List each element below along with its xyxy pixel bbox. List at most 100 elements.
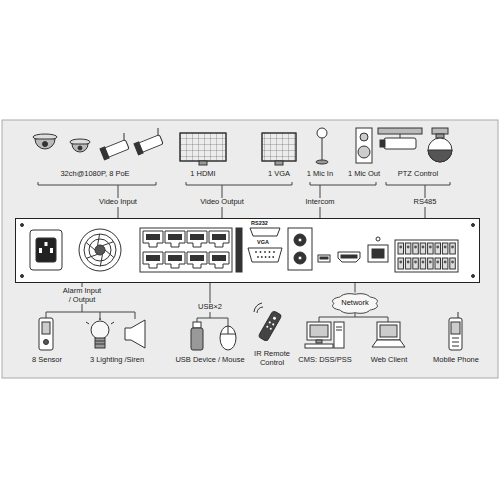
- usb-stick: [193, 322, 201, 328]
- nvr-rear-panel: [376, 237, 380, 241]
- ir-remote: [254, 303, 262, 312]
- device-label: CMS: DSS/PSS: [298, 356, 351, 365]
- ptz-camera: [428, 150, 452, 162]
- cms-computer: [305, 344, 333, 348]
- sensor: [44, 340, 49, 345]
- nvr-rear-panel: [450, 243, 456, 254]
- nvr-rear-panel: [165, 231, 185, 247]
- group-label: Video Output: [198, 198, 246, 207]
- nvr-rear-panel: [39, 248, 42, 253]
- laptop: [377, 322, 400, 340]
- nvr-rear-panel: [407, 261, 410, 264]
- mouse: [228, 326, 229, 334]
- group-label: Alarm Input / Output: [60, 287, 105, 304]
- cms-computer: [310, 325, 328, 337]
- panel: [2, 120, 498, 378]
- bullet-camera: [134, 142, 143, 155]
- nvr-rear-panel: [398, 243, 455, 269]
- monitor: [180, 133, 226, 161]
- nvr-rear-panel: [444, 246, 447, 249]
- cms-computer: [316, 340, 322, 343]
- nvr-rear-panel: [472, 275, 475, 278]
- mobile-phone: [452, 346, 459, 347]
- ptz-camera: [384, 138, 416, 149]
- nvr-rear-panel: [143, 231, 163, 247]
- nvr-rear-panel: [30, 230, 62, 270]
- lighting: [111, 322, 114, 324]
- nvr-rear-panel: [103, 242, 114, 246]
- nvr-rear-panel: [187, 252, 207, 268]
- nvr-rear-panel: [84, 234, 116, 266]
- monitor: [275, 161, 283, 165]
- nvr-rear-panel: [420, 243, 426, 254]
- network-cloud: Network: [331, 293, 379, 314]
- nvr-rear-panel: [98, 234, 100, 246]
- nvr-rear-panel: [265, 256, 267, 258]
- nvr-body: [15, 218, 480, 283]
- microphone: [322, 138, 323, 161]
- ir-remote: [258, 311, 282, 342]
- monitor: [180, 133, 296, 165]
- wire: [46, 312, 135, 319]
- ptz-camera: [378, 128, 452, 162]
- node-text: VGA: [257, 239, 269, 245]
- cms-computer: [336, 327, 342, 328]
- monitor: [262, 133, 296, 161]
- ir-remote: [266, 325, 269, 328]
- ir-remote: [272, 323, 275, 326]
- ptz-camera: [380, 140, 385, 147]
- nvr-rear-panel: [451, 261, 454, 264]
- ptz-camera: [436, 134, 444, 138]
- microphone: [317, 128, 327, 138]
- nvr-rear-panel: [190, 234, 204, 240]
- ir-remote: [269, 327, 272, 330]
- bullet-camera: [100, 139, 130, 160]
- nvr-rear-panel: [146, 255, 160, 261]
- nvr-rear-panel: [209, 231, 229, 247]
- nvr-rear-panel: [187, 231, 207, 247]
- nvr-rear-panel: [212, 255, 226, 261]
- microphone: [316, 160, 328, 164]
- nvr-rear-panel: [298, 256, 302, 260]
- wire: [319, 317, 388, 322]
- nvr-rear-panel: [294, 252, 306, 264]
- bullet-camera: [100, 128, 164, 160]
- cms-computer: [336, 330, 342, 331]
- ir-remote: [254, 303, 282, 341]
- monitor: [180, 133, 226, 161]
- nvr-rear-panel: [50, 248, 53, 253]
- siren: [125, 320, 145, 348]
- nvr-rear-panel: [450, 258, 456, 269]
- device-label: USB Device / Mouse: [175, 356, 244, 365]
- sensor: [39, 318, 53, 350]
- nvr-rear-panel: [79, 229, 121, 271]
- node-text: Network: [331, 299, 379, 308]
- nvr-rear-panel: [435, 258, 441, 269]
- wire: [100, 312, 101, 320]
- nvr-rear-panel: [405, 258, 411, 269]
- nvr-rear-panel: [86, 234, 114, 266]
- ptz-camera: [432, 128, 448, 134]
- nvr-rear-panel: [269, 256, 271, 258]
- nvr-rear-panel: [86, 254, 97, 258]
- nvr-rear-panel: [143, 252, 163, 268]
- nvr-rear-panel: [398, 258, 404, 269]
- nvr-rear-panel: [405, 243, 411, 254]
- mobile-phone: [452, 342, 459, 343]
- nvr-rear-panel: [288, 228, 312, 270]
- nvr-rear-panel: [407, 246, 410, 249]
- laptop: [372, 322, 405, 347]
- nvr-rear-panel: [444, 261, 447, 264]
- ptz-camera: [428, 138, 452, 162]
- device-label: 32ch@1080P, 8 PoE: [60, 170, 129, 179]
- speaker: [358, 146, 370, 158]
- nvr-rear-panel: [269, 251, 271, 253]
- wire: [38, 182, 156, 185]
- lighting: [86, 322, 89, 324]
- speaker: [356, 128, 372, 163]
- ir-remote: [257, 307, 263, 313]
- nvr-rear-panel: [100, 254, 102, 266]
